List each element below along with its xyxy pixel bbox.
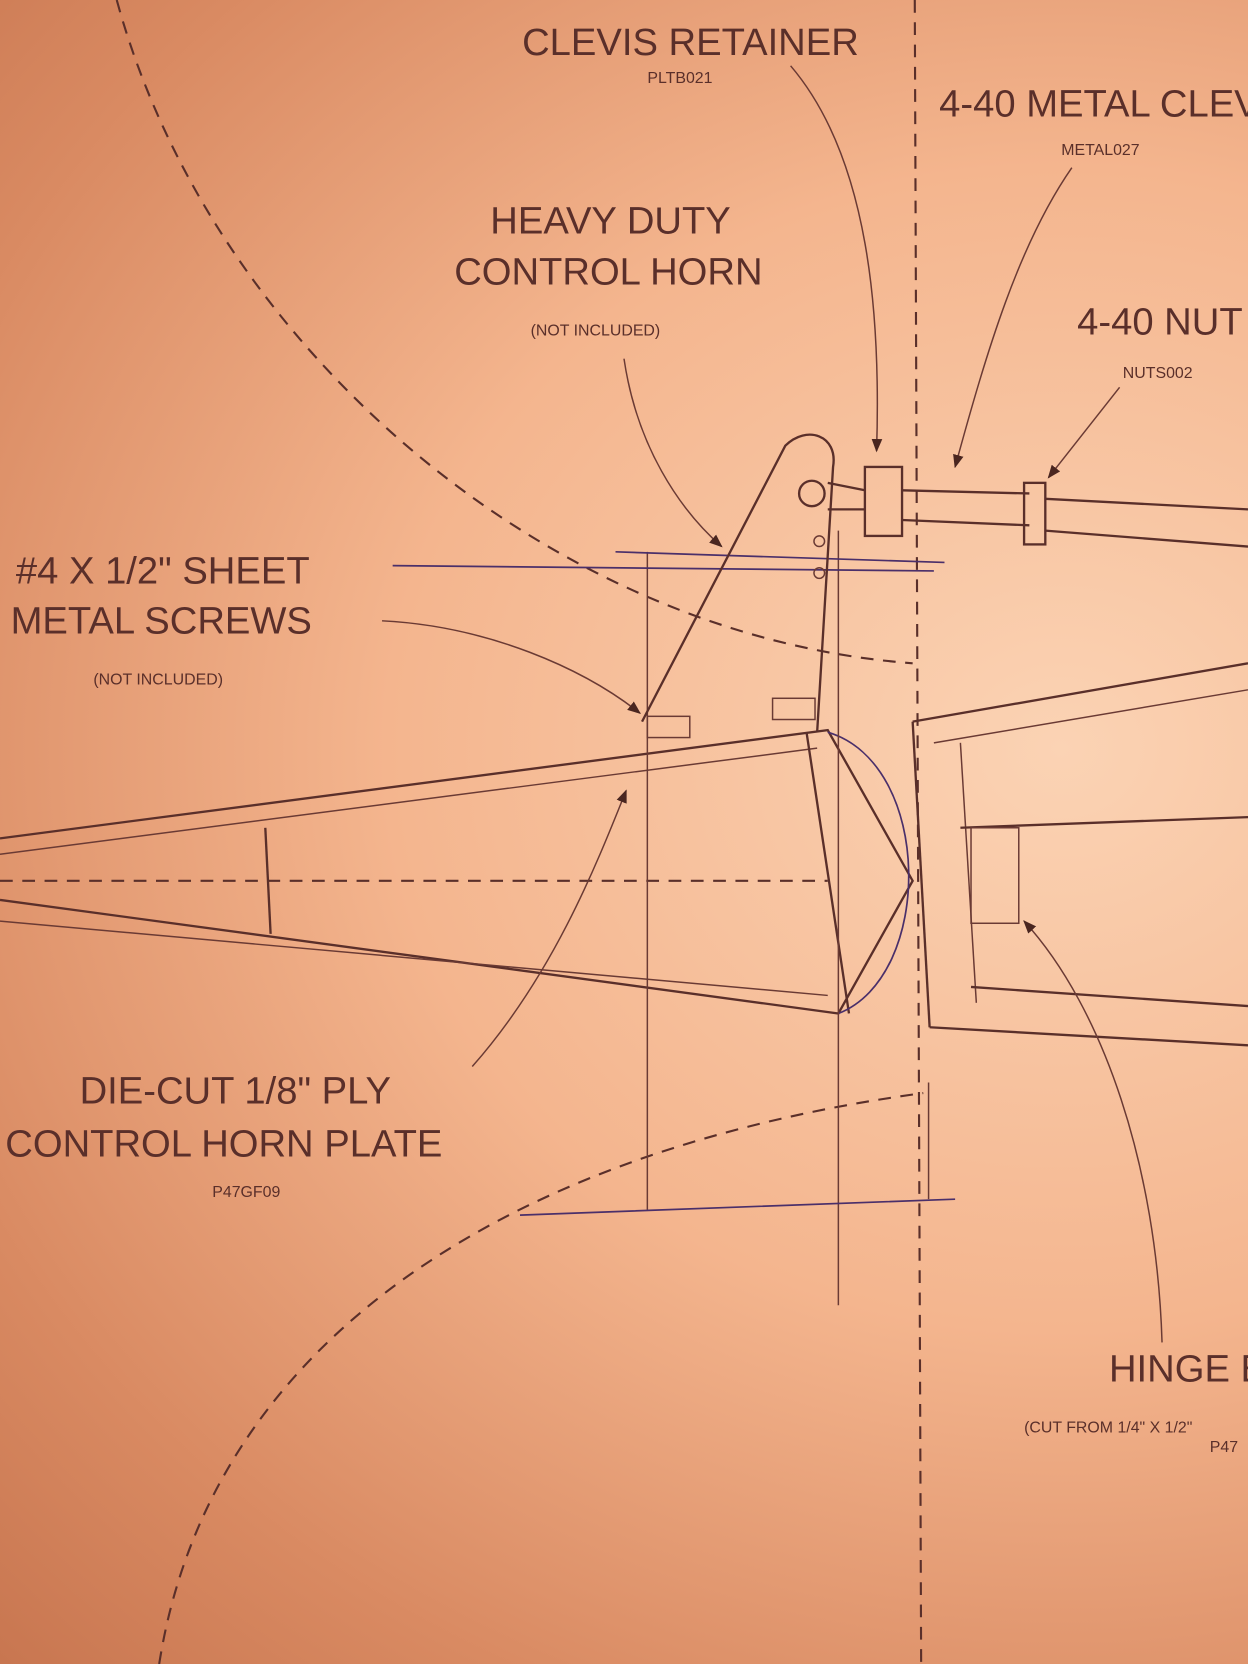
control-horn-note: (NOT INCLUDED) [531,322,661,339]
control-horn-label-2: CONTROL HORN [454,250,762,293]
clevis-retainer-label: CLEVIS RETAINER [522,21,859,64]
nut-label: 4-40 NUT [1077,300,1243,343]
horn-plate-label-1: DIE-CUT 1/8" PLY [80,1070,391,1113]
hinge-note: (CUT FROM 1/4" X 1/2" [1024,1420,1192,1437]
metal-clevis-part: METAL027 [1061,142,1140,159]
nut-part: NUTS002 [1123,365,1193,382]
screws-label-2: METAL SCREWS [11,600,312,643]
horn-plate-label-2: CONTROL HORN PLATE [5,1123,442,1166]
screws-label-1: #4 X 1/2" SHEET [16,550,310,593]
clevis-retainer-part: PLTB021 [647,70,712,87]
screws-note: (NOT INCLUDED) [93,671,223,688]
metal-clevis-label: 4-40 METAL CLEV [939,83,1248,126]
hinge-label: HINGE B [1109,1348,1248,1391]
hinge-part: P47 [1210,1439,1238,1456]
control-horn-assembly [641,433,1248,739]
leader-arrows [382,65,1163,1343]
horn-plate-part: P47GF09 [212,1184,280,1201]
stabilizer-section [0,530,1248,1306]
control-horn-label-1: HEAVY DUTY [490,199,731,242]
